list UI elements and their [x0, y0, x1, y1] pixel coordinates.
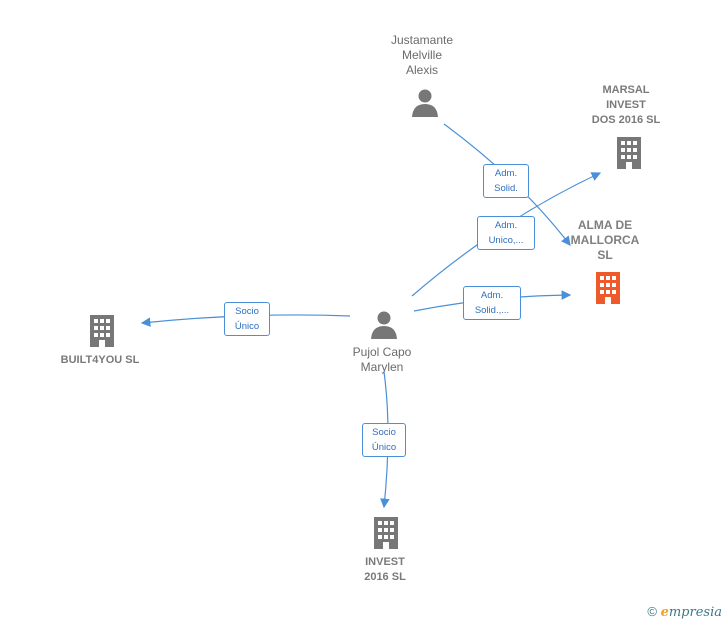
brand-rest: mpresia — [668, 605, 722, 620]
node-label-invest2016: INVEST 2016 SL — [364, 556, 406, 583]
node-label-pujol: Pujol Capo Marylen — [352, 345, 412, 374]
node-label-built4you: BUILT4YOU SL — [60, 354, 140, 366]
node-label-marsal: MARSAL INVEST DOS 2016 SL — [591, 84, 661, 126]
edge-label-pujol-built4you[interactable]: Socio Único — [224, 302, 270, 336]
building-icon[interactable] — [87, 313, 117, 347]
building-icon[interactable] — [614, 135, 644, 169]
building-icon-focus[interactable] — [592, 270, 624, 304]
edge-label-pujol-marsal[interactable]: Adm. Unico,... — [477, 216, 535, 250]
node-label-justamante: Justamante Melville Alexis — [390, 33, 454, 77]
edge-label-justamante-alma[interactable]: Adm. Solid. — [483, 164, 529, 198]
edge-label-pujol-alma[interactable]: Adm. Solid.,... — [463, 286, 521, 320]
copyright-symbol: © — [647, 604, 657, 619]
watermark: © empresia — [647, 604, 722, 620]
brand-initial: e — [660, 605, 669, 620]
person-icon[interactable] — [411, 88, 439, 118]
edge-label-pujol-invest2016[interactable]: Socio Único — [362, 423, 406, 457]
person-icon[interactable] — [370, 310, 398, 340]
node-label-alma: ALMA DE MALLORCA SL — [570, 218, 640, 262]
brand-logo: empresia — [661, 605, 722, 620]
building-icon[interactable] — [371, 515, 401, 549]
